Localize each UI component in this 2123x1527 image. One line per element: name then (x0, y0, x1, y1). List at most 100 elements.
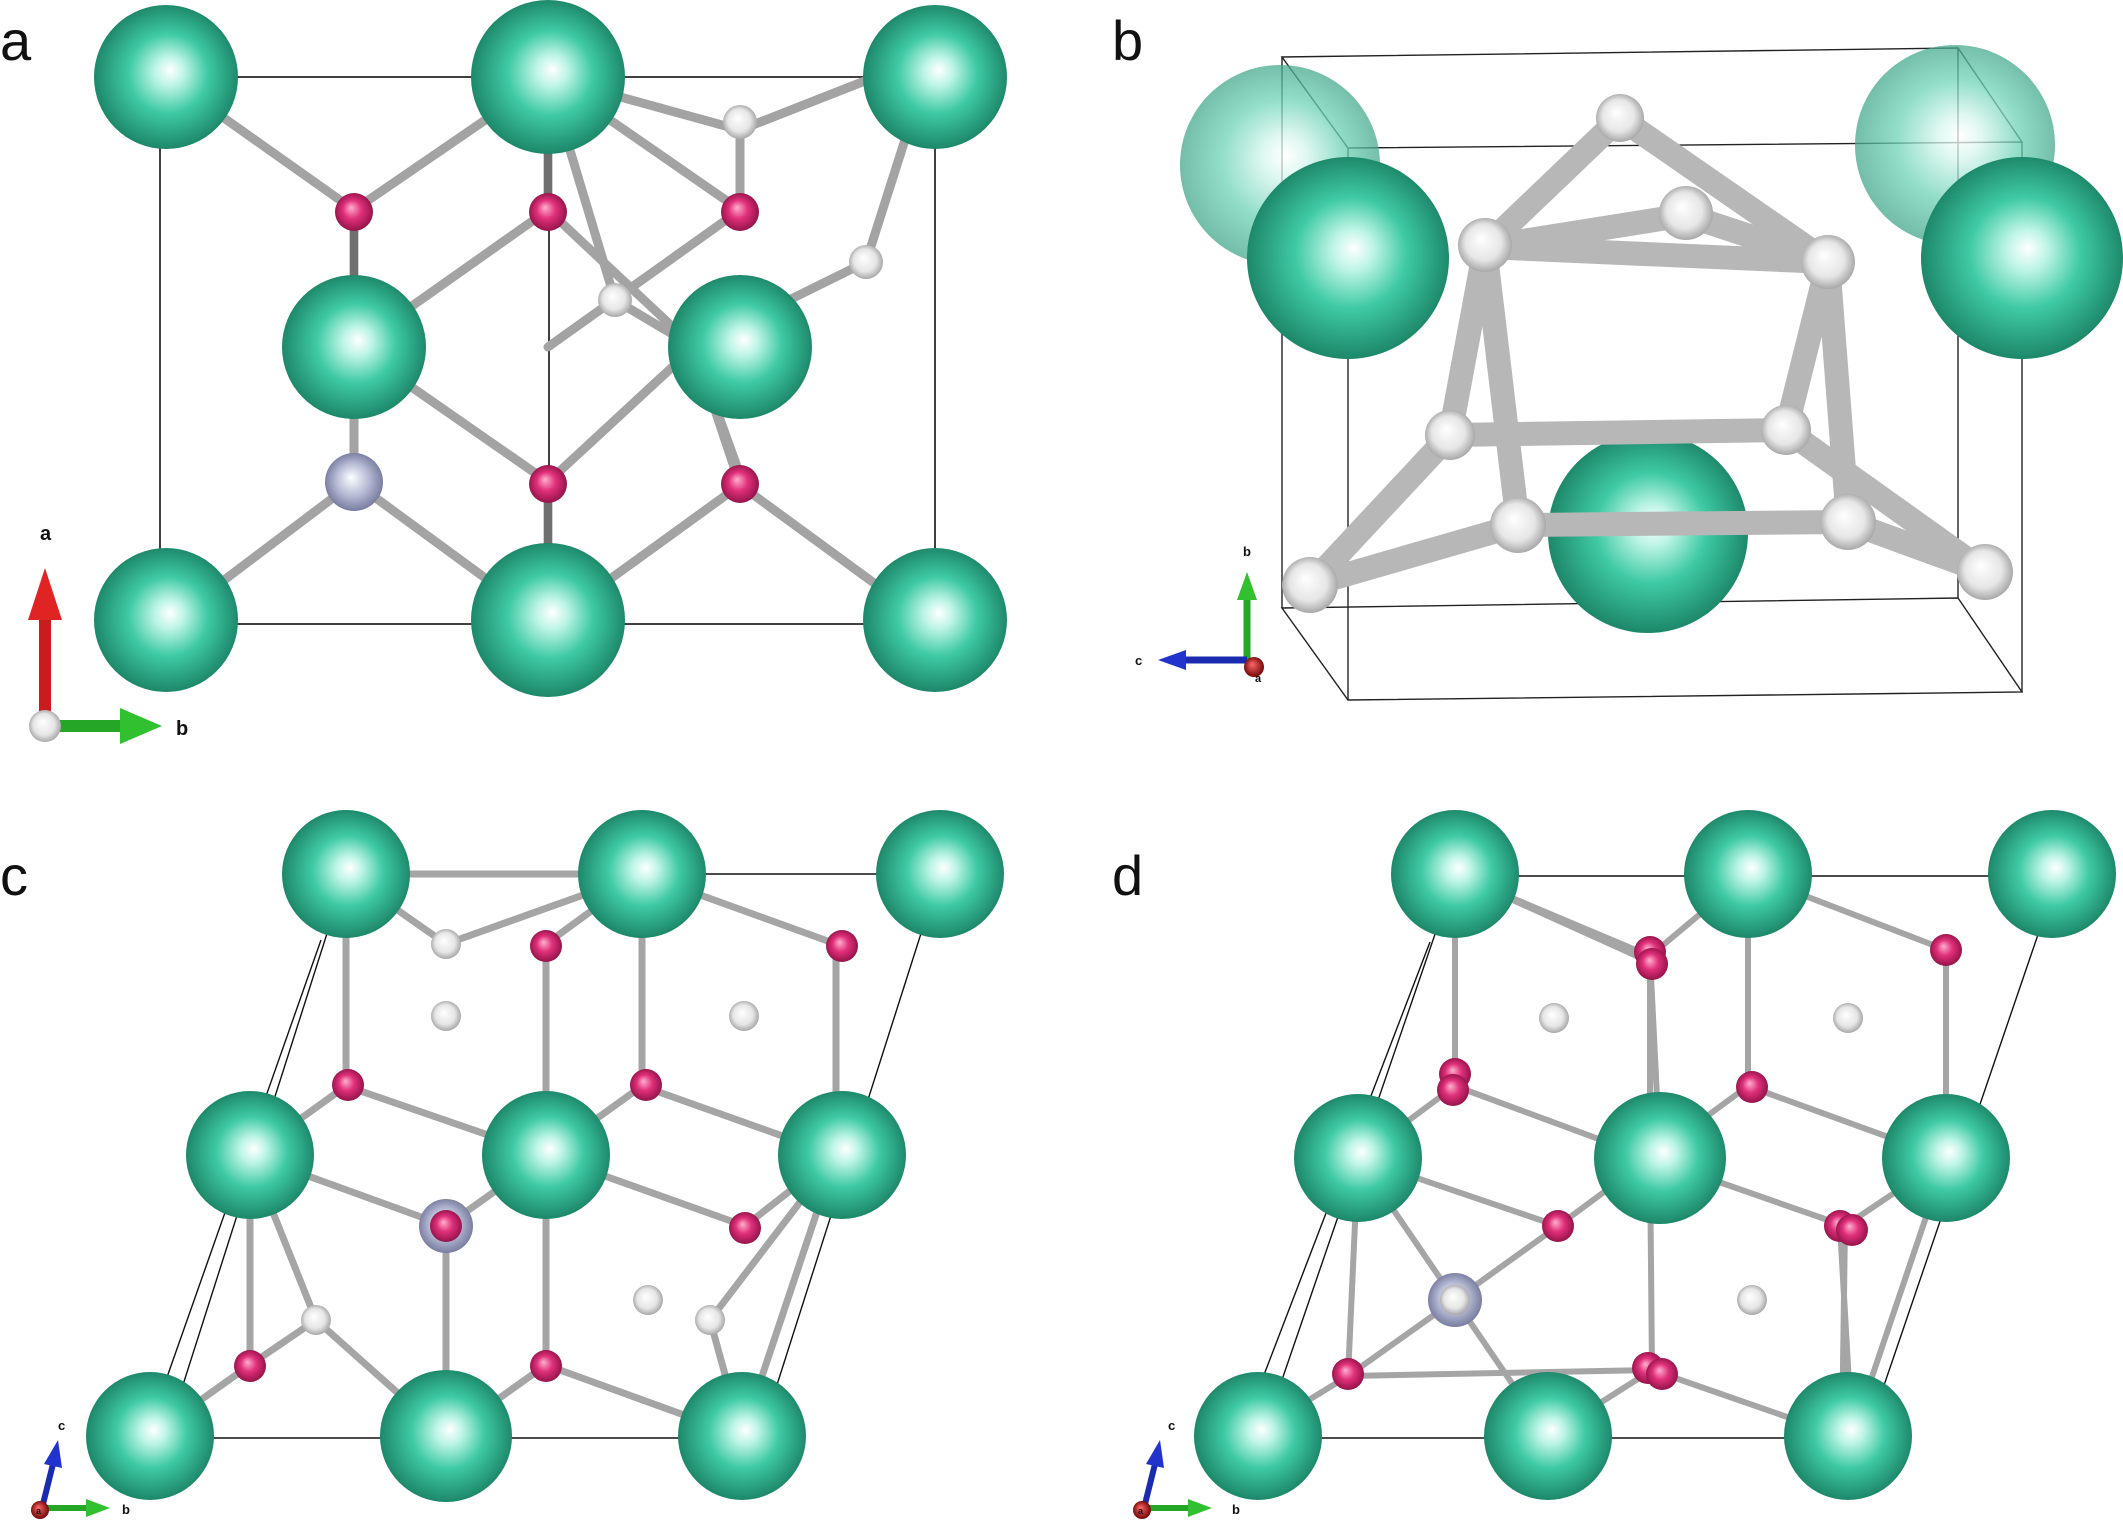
large-atom (668, 275, 812, 419)
pink-atom (729, 1212, 761, 1244)
white-atom (1490, 497, 1546, 553)
large-atom (94, 5, 238, 149)
pink-atom (826, 930, 858, 962)
white-atom (1440, 1285, 1470, 1315)
pink-atom (1736, 1071, 1768, 1103)
large-atom (1988, 810, 2116, 938)
panel-label-d: d (1112, 844, 1143, 907)
cage-atoms-b (1282, 94, 2013, 613)
large-atom (678, 1372, 806, 1500)
pink-atom (1332, 1358, 1364, 1390)
white-atom (598, 283, 632, 317)
large-atom (471, 0, 625, 154)
panel-label-b: b (1112, 9, 1143, 72)
pink-atom (630, 1069, 662, 1101)
white-atom (1801, 235, 1855, 289)
pink-atom (1930, 934, 1962, 966)
panel-label-c: c (0, 844, 28, 907)
white-atom (1820, 494, 1876, 550)
large-atom (876, 810, 1004, 938)
large-atom (1684, 810, 1812, 938)
pink-atom (1836, 1214, 1868, 1246)
pink-atom (530, 930, 562, 962)
axis-label-b-vertical: b (1243, 544, 1251, 559)
pink-atom (721, 193, 759, 231)
large-atom (86, 1372, 214, 1500)
atoms-a (94, 0, 1007, 697)
panel-label-a: a (0, 9, 32, 72)
large-atom (1294, 1094, 1422, 1222)
large-atom (1921, 157, 2123, 359)
white-atom (849, 245, 883, 279)
large-atom (778, 1091, 906, 1219)
large-atom (471, 543, 625, 697)
large-atom (1194, 1372, 1322, 1500)
large-atom (1882, 1094, 2010, 1222)
panel-c: c b a c (0, 810, 1004, 1519)
pink-atom (530, 1350, 562, 1382)
axis-label-a: a (40, 523, 52, 545)
lavender-atom (325, 453, 383, 511)
panel-a: a b a (0, 0, 1007, 744)
white-atom (431, 1001, 461, 1031)
large-atom (863, 5, 1007, 149)
large-atom (282, 275, 426, 419)
large-atom (94, 548, 238, 692)
panel-b: b c a b (1112, 9, 2123, 701)
pink-atom (529, 465, 567, 503)
large-atom (186, 1091, 314, 1219)
white-atom (431, 929, 461, 959)
large-atom (863, 548, 1007, 692)
white-atom (729, 1001, 759, 1031)
pink-atom (1437, 1074, 1469, 1106)
white-atom (1659, 186, 1713, 240)
pink-atom (332, 1069, 364, 1101)
pink-atom (1542, 1210, 1574, 1242)
axis-label-c-horizontal: c (1135, 653, 1142, 668)
white-atom (1761, 405, 1811, 455)
pink-atom (1646, 1358, 1678, 1390)
cage-bonds-b (1298, 106, 1997, 597)
pink-atom (234, 1350, 266, 1382)
front-atoms-b (1247, 157, 2123, 359)
white-atom (1596, 94, 1644, 142)
white-atom (723, 105, 757, 139)
white-atom (1425, 410, 1475, 460)
axis-label-c-vertical: c (58, 1418, 65, 1433)
axis-label-b-horizontal: b (122, 1502, 130, 1517)
pink-atom (335, 193, 373, 231)
large-atom (1594, 1092, 1726, 1224)
large-atom (482, 1091, 610, 1219)
axis-label-c-vertical-d: c (1168, 1418, 1175, 1433)
large-atom (1247, 157, 1449, 359)
large-atom (282, 810, 410, 938)
atoms-c (86, 810, 1004, 1502)
axes-triad-c: c b a (31, 1418, 130, 1519)
white-atom (1737, 1285, 1767, 1315)
white-atom (1458, 218, 1512, 272)
pink-atom (529, 193, 567, 231)
axes-triad-b: b c a (1135, 544, 1264, 685)
white-atom (1282, 557, 1338, 613)
white-atom (1539, 1003, 1569, 1033)
large-atom (1484, 1372, 1612, 1500)
white-atom (1833, 1003, 1863, 1033)
axis-label-a-outplane: a (1255, 673, 1262, 685)
pink-atom (1636, 948, 1668, 980)
pink-atom (721, 465, 759, 503)
white-atom (633, 1285, 663, 1315)
pink-atom (430, 1210, 462, 1242)
white-atom (1957, 544, 2013, 600)
axes-triad-d: c b a (1133, 1418, 1240, 1519)
large-atom (578, 810, 706, 938)
axis-label-b-horizontal-d: b (1232, 1502, 1240, 1517)
axis-label-a-outplane-d: a (1138, 1506, 1144, 1516)
panel-d: c b a d (1112, 810, 2116, 1519)
white-atom (695, 1305, 725, 1335)
axes-triad-a: a b (28, 523, 188, 744)
large-atom (1784, 1372, 1912, 1500)
axis-label-b: b (176, 718, 188, 740)
large-atom (1391, 810, 1519, 938)
large-atom (380, 1370, 512, 1502)
